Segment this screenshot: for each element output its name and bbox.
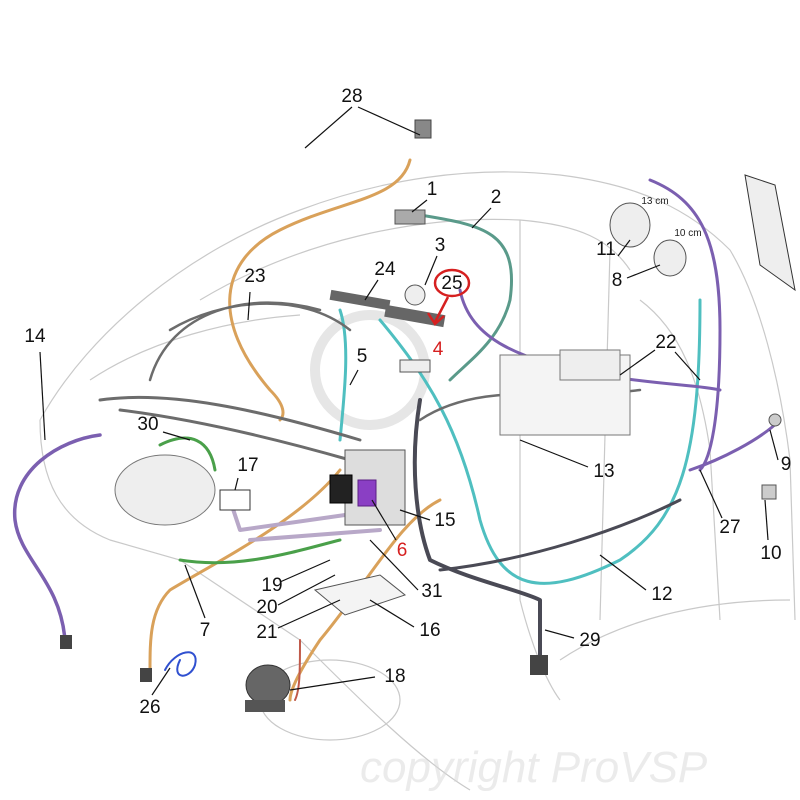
wire-dark-sill — [438, 498, 682, 572]
component-16-tray — [313, 574, 407, 616]
callout-25: 25 — [441, 273, 462, 294]
callout-14: 14 — [24, 326, 46, 347]
callout-5: 5 — [357, 346, 368, 367]
callout-22: 22 — [655, 332, 676, 353]
stalk-4 — [384, 304, 446, 328]
callout-21: 21 — [256, 622, 277, 643]
callout-labels: 28 1 2 3 24 25 4 23 14 5 30 17 15 6 31 1… — [24, 86, 791, 718]
connector-14 — [60, 635, 72, 649]
component-3 — [404, 284, 426, 306]
callout-20: 20 — [256, 597, 277, 618]
leader-lines — [39, 106, 779, 696]
callout-16: 16 — [419, 620, 440, 641]
component-9 — [768, 413, 782, 427]
callout-2: 2 — [491, 187, 502, 208]
callout-26: 26 — [139, 697, 160, 718]
wire-blue-26 — [164, 651, 197, 677]
highlight-arrow-icon — [426, 296, 450, 326]
component-28 — [414, 119, 432, 139]
callout-29: 29 — [579, 630, 600, 651]
callout-8: 8 — [612, 270, 623, 291]
callout-23: 23 — [244, 266, 265, 287]
callout-30: 30 — [137, 414, 158, 435]
wire-green — [158, 436, 342, 565]
battery-negative-terminal — [329, 474, 353, 504]
component-1 — [394, 209, 426, 225]
callout-18: 18 — [384, 666, 405, 687]
callout-19: 19 — [261, 575, 282, 596]
callout-31: 31 — [421, 581, 442, 602]
callout-10: 10 — [760, 543, 781, 564]
wire-orange-roof — [228, 158, 412, 422]
callout-12: 12 — [651, 584, 672, 605]
wire-orange-horn — [288, 498, 442, 702]
component-17 — [219, 489, 251, 511]
callout-15: 15 — [434, 510, 455, 531]
highlight-circle-25 — [433, 268, 471, 298]
callout-24: 24 — [374, 259, 396, 280]
wire-red-horn — [294, 639, 301, 701]
callout-11: 11 — [596, 239, 616, 260]
watermark: copyright ProVSP — [360, 743, 708, 792]
component-5-connector — [399, 359, 431, 373]
connector-26-end — [140, 668, 152, 682]
wire-dash — [418, 213, 513, 382]
wire-dark-floor — [412, 398, 542, 662]
wire-grey-engine — [98, 395, 362, 462]
callout-13: 13 — [593, 461, 614, 482]
speaker-8 — [653, 239, 687, 277]
component-10 — [761, 484, 777, 500]
callout-6: 6 — [397, 540, 408, 561]
dimension-13cm: 13 cm — [641, 196, 668, 207]
wire-purple-rear — [648, 178, 722, 472]
wire-orange-front — [148, 468, 342, 672]
wire-purple-left — [13, 433, 102, 642]
horn-18 — [245, 664, 291, 706]
rear-lamp — [744, 174, 796, 292]
callout-7: 7 — [200, 620, 211, 641]
battery-positive-terminal — [357, 479, 377, 507]
callout-27: 27 — [719, 517, 740, 538]
component-29 — [530, 655, 548, 675]
callout-3: 3 — [435, 235, 446, 256]
stalk-24 — [329, 289, 391, 311]
engine — [114, 454, 216, 526]
wire-teal-rear — [378, 298, 702, 585]
wire-purple-door — [688, 418, 782, 472]
wires — [13, 158, 782, 702]
components — [60, 119, 796, 712]
callout-1: 1 — [427, 179, 438, 200]
wire-teal-column — [338, 308, 348, 442]
wire-grey-dash — [148, 301, 352, 382]
callout-4: 4 — [433, 339, 444, 360]
dimension-10cm: 10 cm — [674, 228, 701, 239]
callout-17: 17 — [237, 455, 258, 476]
callout-9: 9 — [781, 454, 792, 475]
callout-28: 28 — [341, 86, 362, 107]
speaker-11 — [609, 202, 651, 248]
